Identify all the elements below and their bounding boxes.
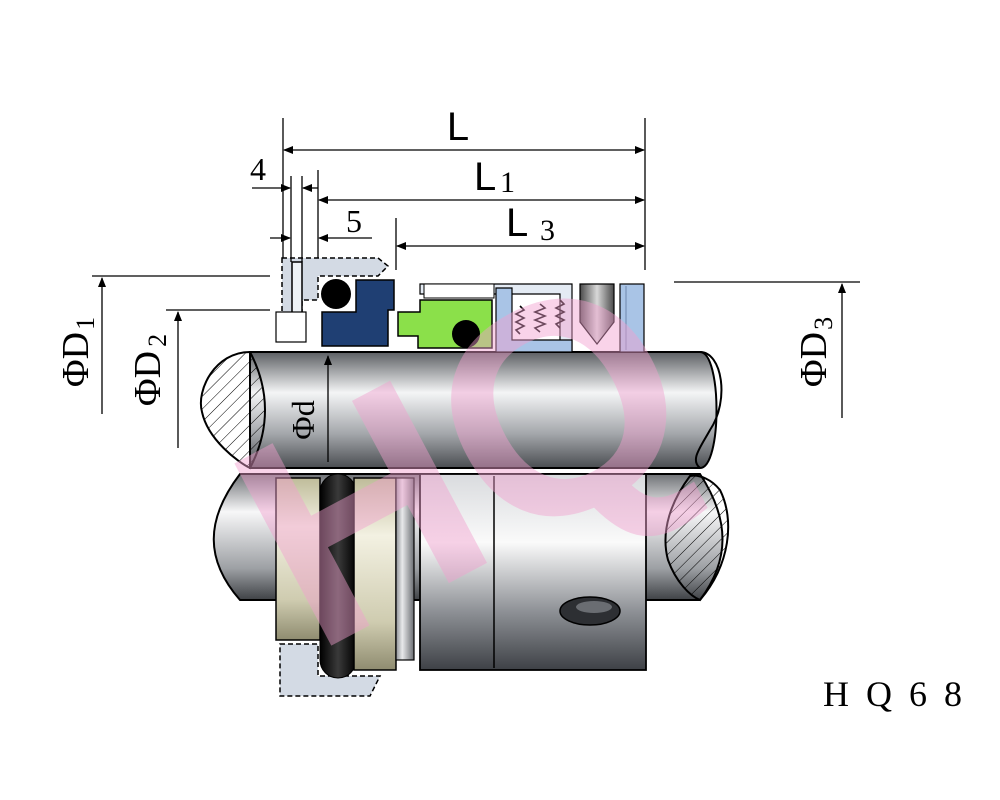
label-D1: ΦD 1 bbox=[55, 317, 100, 387]
label-D2-main: ΦD bbox=[127, 351, 169, 406]
retainer-outline bbox=[423, 283, 495, 299]
label-D3-sub: 3 bbox=[809, 317, 838, 330]
label-d: Φd bbox=[285, 400, 321, 439]
label-D1-sub: 1 bbox=[71, 317, 100, 330]
hq-watermark: HQ bbox=[186, 204, 741, 712]
collar-end bbox=[619, 283, 645, 353]
label-L1: L bbox=[474, 155, 496, 199]
spring-1 bbox=[514, 305, 526, 335]
label-4: 4 bbox=[250, 151, 266, 187]
seat-gland-bottom bbox=[279, 643, 382, 697]
label-5: 5 bbox=[346, 203, 362, 239]
label-D3-main: ΦD bbox=[793, 332, 835, 387]
label-L1-sub: 1 bbox=[500, 166, 515, 199]
label-D2-sub: 2 bbox=[143, 334, 172, 347]
label-D2: ΦD 2 bbox=[127, 334, 172, 406]
shaft-right-section bbox=[664, 474, 730, 602]
shaft-left-section bbox=[199, 350, 266, 470]
label-D3: ΦD 3 bbox=[793, 317, 838, 387]
seat-step bbox=[275, 311, 307, 343]
seal-exterior bbox=[275, 473, 647, 697]
model-label: H Q 6 8 bbox=[823, 674, 966, 714]
label-D1-main: ΦD bbox=[55, 332, 97, 387]
shaft-right-end bbox=[694, 351, 723, 469]
set-screw bbox=[579, 283, 615, 345]
label-L3-main: L bbox=[506, 201, 528, 245]
label-L3-sub: 3 bbox=[540, 214, 555, 247]
seal-section bbox=[275, 257, 645, 353]
spring-3 bbox=[554, 299, 566, 329]
drive-collar bbox=[495, 287, 573, 353]
dimension-labels: L L 1 L 3 4 5 ΦD1 ΦD2 ΦD3 Φd H Q bbox=[55, 105, 966, 714]
watermark-text: HQ bbox=[186, 204, 741, 712]
collar-3d bbox=[419, 473, 647, 671]
spring-2 bbox=[532, 303, 548, 333]
label-L1-main: L bbox=[474, 155, 496, 199]
rotating-o-ring bbox=[452, 320, 480, 348]
seat-ring-3d bbox=[275, 477, 321, 641]
face-ring-3d bbox=[395, 477, 415, 661]
stationary-seat bbox=[321, 279, 395, 347]
static-o-ring bbox=[321, 279, 351, 309]
label-L: L bbox=[447, 105, 469, 149]
dimension-lines bbox=[92, 118, 860, 462]
